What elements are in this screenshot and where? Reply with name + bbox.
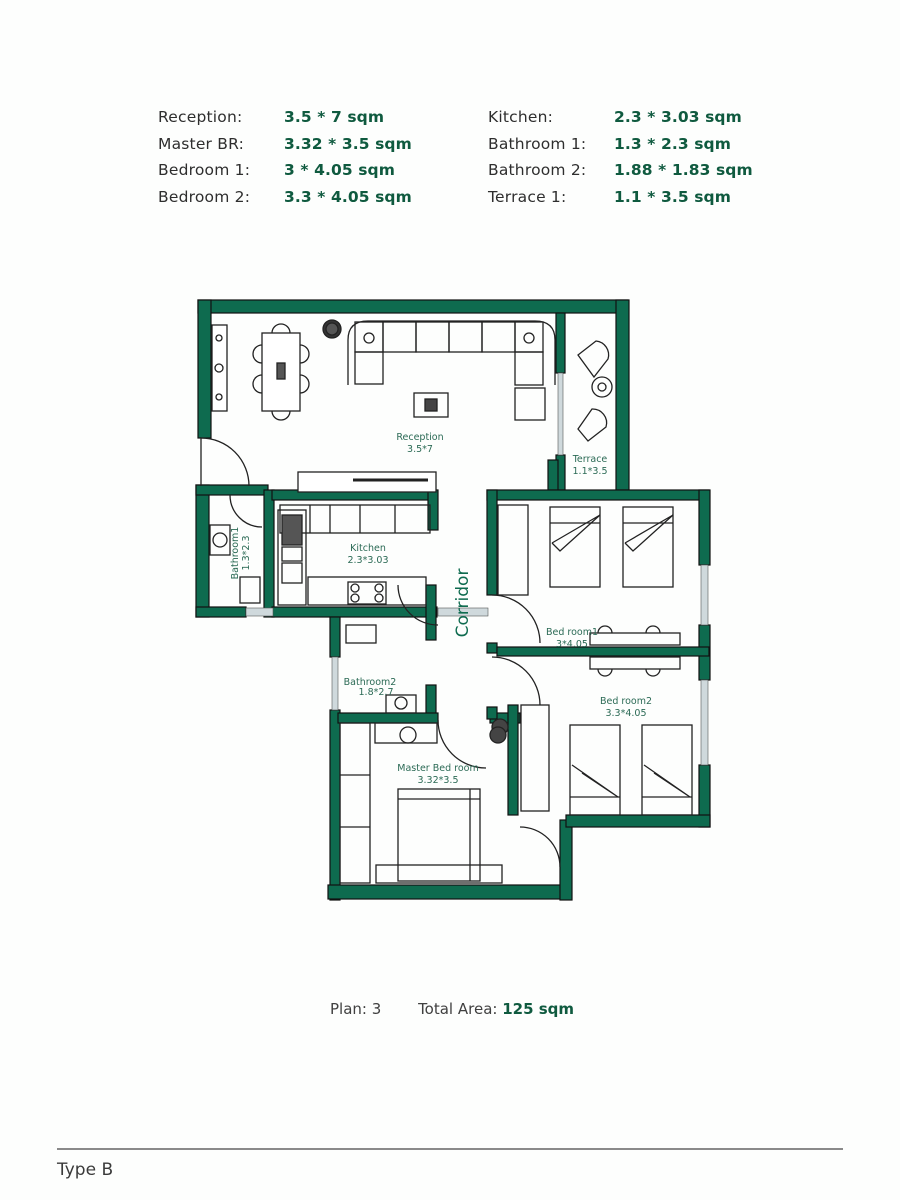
- total-area-label: Total Area:: [418, 1000, 503, 1018]
- footer-divider: [57, 1148, 843, 1150]
- spec-label: Terrace 1:: [488, 187, 567, 206]
- spec-value: 1.88 * 1.83 sqm: [614, 161, 753, 180]
- spec-label: Bathroom 2:: [488, 161, 587, 180]
- bathroom2-dims: 1.8*2.7: [359, 687, 394, 698]
- specs-right-column: Kitchen: 2.3 * 3.03 sqm Bathroom 1: 1.3 …: [488, 104, 753, 210]
- reception-name: Reception: [396, 432, 443, 443]
- plan-number: Plan: 3: [330, 1000, 382, 1018]
- spec-label: Bathroom 1:: [488, 134, 587, 153]
- bedroom2-name: Bed room2: [600, 696, 652, 707]
- unit-type: Type B: [57, 1160, 114, 1180]
- spec-value: 3 * 4.05 sqm: [284, 161, 395, 180]
- spec-value: 3.3 * 4.05 sqm: [284, 187, 412, 206]
- corridor-label: Corridor: [453, 569, 473, 638]
- bathroom2-name: Bathroom2: [344, 677, 397, 688]
- spec-bedroom-1: Bedroom 1: 3 * 4.05 sqm: [158, 157, 412, 184]
- kitchen-dims: 2.3*3.03: [347, 555, 388, 566]
- plan-summary: Plan: 3 Total Area: 125 sqm: [330, 1000, 574, 1018]
- spec-kitchen: Kitchen: 2.3 * 3.03 sqm: [488, 104, 753, 131]
- kitchen-name: Kitchen: [350, 543, 386, 554]
- spec-value: 3.5 * 7 sqm: [284, 108, 385, 127]
- spec-reception: Reception: 3.5 * 7 sqm: [158, 104, 412, 131]
- total-area-value: 125 sqm: [502, 1000, 575, 1018]
- specs-left-column: Reception: 3.5 * 7 sqm Master BR: 3.32 *…: [158, 104, 412, 210]
- furniture: [200, 319, 693, 884]
- reception-dims: 3.5*7: [407, 444, 433, 455]
- bathroom1-name: Bathroom1: [230, 527, 241, 580]
- spec-bathroom-2: Bathroom 2: 1.88 * 1.83 sqm: [488, 157, 753, 184]
- spec-label: Reception:: [158, 108, 243, 127]
- floor-plan: Reception 3.5*7 Terrace 1.1*3.5 Kitchen …: [190, 295, 720, 905]
- spec-label: Kitchen:: [488, 108, 554, 127]
- spec-label: Bedroom 1:: [158, 161, 251, 180]
- bedroom2-dims: 3.3*4.05: [605, 708, 646, 719]
- terrace-dims: 1.1*3.5: [573, 466, 608, 477]
- spec-value: 2.3 * 3.03 sqm: [614, 108, 742, 127]
- spec-value: 1.1 * 3.5 sqm: [614, 187, 731, 206]
- spec-bedroom-2: Bedroom 2: 3.3 * 4.05 sqm: [158, 184, 412, 211]
- windows: [245, 372, 709, 766]
- spec-value: 1.3 * 2.3 sqm: [614, 134, 731, 153]
- spec-bathroom-1: Bathroom 1: 1.3 * 2.3 sqm: [488, 131, 753, 158]
- terrace-name: Terrace: [572, 454, 608, 465]
- master-dims: 3.32*3.5: [417, 775, 458, 786]
- spec-label: Bedroom 2:: [158, 187, 251, 206]
- spec-value: 3.32 * 3.5 sqm: [284, 134, 412, 153]
- spec-master-br: Master BR: 3.32 * 3.5 sqm: [158, 131, 412, 158]
- bedroom1-name: Bed room1: [546, 627, 598, 638]
- bedroom1-dims: 3*4.05: [556, 639, 588, 650]
- master-name: Master Bed room: [397, 763, 478, 774]
- spec-label: Master BR:: [158, 134, 245, 153]
- spec-terrace-1: Terrace 1: 1.1 * 3.5 sqm: [488, 184, 753, 211]
- bathroom1-dims: 1.3*2.3: [241, 536, 252, 571]
